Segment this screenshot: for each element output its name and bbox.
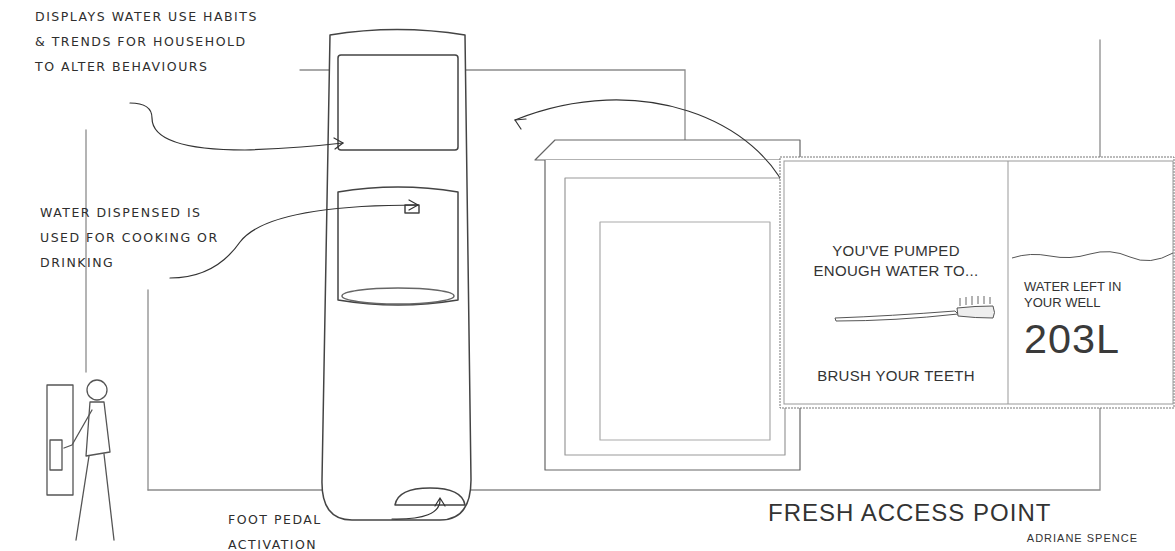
panel-value: BRUSH YOUR TEETH [817, 366, 975, 386]
callout-arrowhead [515, 119, 526, 129]
cabinet-panel [600, 222, 770, 440]
wall-line [1099, 40, 1100, 157]
leader-line [392, 500, 440, 519]
display-panel: YOU'VE PUMPED ENOUGH WATER TO... BRUSH YO… [786, 163, 1006, 402]
counter-top [535, 140, 800, 160]
panel-heading: WATER LEFT IN YOUR WELL [1024, 279, 1128, 311]
toothbrush-handle [835, 311, 958, 321]
pump-handle [50, 440, 62, 470]
panel-divider [1008, 161, 1009, 404]
annotation-note: DISPLAYS WATER USE HABITS & TRENDS FOR H… [35, 4, 267, 79]
leader-line [130, 103, 343, 150]
panel-value: 203L [1024, 313, 1172, 365]
cabinet-door [565, 178, 785, 455]
water-level [1012, 252, 1173, 261]
panel-heading: YOU'VE PUMPED ENOUGH WATER TO... [806, 241, 986, 281]
dispenser-tower [322, 30, 471, 521]
wall-line [85, 130, 86, 372]
toothbrush-bristles [960, 296, 990, 306]
wall-line [147, 290, 148, 490]
toothbrush-head [957, 306, 995, 318]
annotation-note: WATER DISPENSED IS USED FOR COOKING OR D… [40, 200, 228, 275]
display-panel: WATER LEFT IN YOUR WELL203L [1010, 163, 1172, 402]
person-body [86, 402, 110, 456]
screen-panel-inner [784, 161, 1173, 404]
person-arm [64, 410, 92, 448]
annotation-note: FOOT PEDAL ACTIVATION [228, 507, 398, 551]
drip-basin [342, 288, 454, 304]
cabinet [545, 160, 800, 470]
title: FRESH ACCESS POINT [768, 499, 1051, 527]
person-head [87, 380, 107, 400]
person-legs [76, 454, 114, 540]
author-credit: ADRIANE SPENCE [1020, 531, 1138, 545]
screen-panel [780, 157, 1174, 408]
foot-pedal [395, 488, 465, 505]
dispenser-screen [338, 55, 458, 150]
callout-arrow [515, 100, 790, 198]
leader-arrowhead [334, 138, 343, 149]
leader-arrowhead [409, 200, 418, 210]
leader-arrowhead [435, 498, 445, 506]
wall-pump [47, 385, 73, 495]
